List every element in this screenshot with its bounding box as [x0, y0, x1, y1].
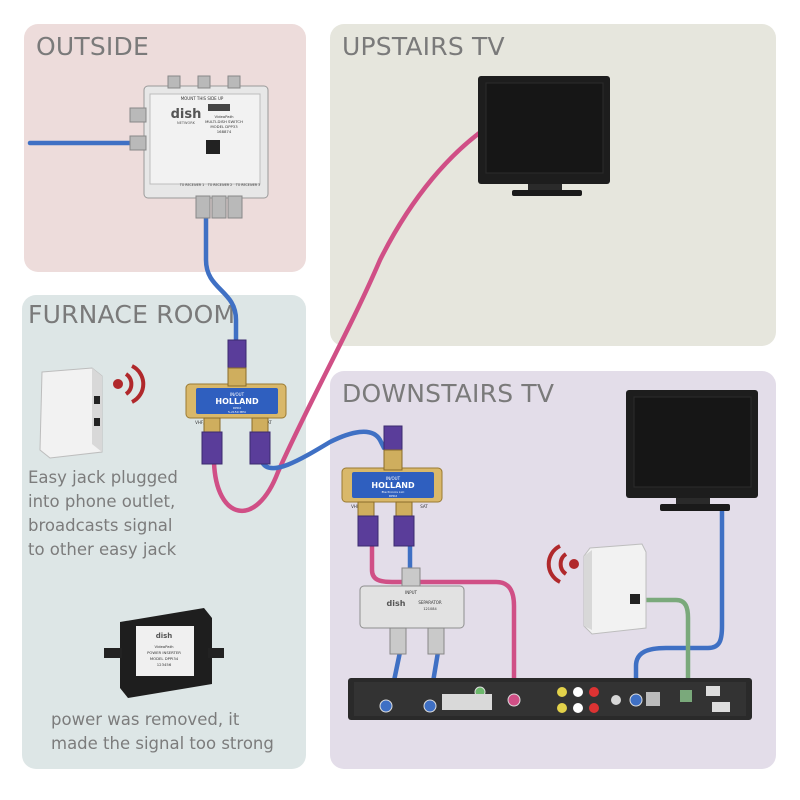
multiswitch-device: MOUNT THIS SIDE UP dish NETWORK VideoPat… — [129, 75, 269, 219]
diplexer-brand: HOLLAND — [371, 481, 415, 490]
diplexer-freq: 5-2150 MHz — [228, 410, 246, 414]
signal-waves-icon — [546, 544, 579, 584]
diplexer-right-port: SAT — [420, 504, 428, 509]
diplexer-model: DPD2 — [233, 406, 241, 410]
separator-device: INPUT dish SEPARATOR 121084 — [359, 567, 465, 655]
separator-input-label: INPUT — [405, 590, 418, 595]
pink-coax-upstairs — [211, 117, 501, 514]
multiswitch-out-label: TO RECEIVER 3 — [235, 183, 260, 187]
separator-brand: dish — [387, 599, 406, 608]
inserter-model-line: POWER INSERTER — [147, 650, 181, 655]
caption-line: power was removed, it — [51, 710, 240, 729]
multiswitch-out-label: TO RECEIVER 1 — [179, 183, 204, 187]
furnace-diplexer: IN/OUT HOLLAND DPD2 5-2150 MHz VHF/UHF S… — [185, 339, 287, 465]
furnace-title: FURNACE ROOM — [28, 300, 236, 329]
easy-jack-furnace — [39, 367, 103, 459]
diplexer-top-port: IN/OUT — [386, 476, 401, 481]
caption-line: to other easy jack — [28, 540, 177, 559]
signal-waves-icon — [113, 364, 146, 404]
downstairs-title: DOWNSTAIRS TV — [342, 379, 555, 408]
diplexer-top-port: IN/OUT — [230, 392, 245, 397]
blue-coax-furnace-to-downstairs — [259, 429, 387, 471]
caption-line: made the signal too strong — [51, 734, 274, 753]
multiswitch-model-line: VideoPath — [215, 114, 235, 119]
power-inserter: dish VideoPath POWER INSERTER MODEL DPPI… — [104, 608, 224, 698]
upstairs-title: UPSTAIRS TV — [342, 32, 505, 61]
inserter-model-line: MODEL DPPI34 — [150, 656, 179, 661]
downstairs-tv-icon — [626, 390, 758, 511]
pink-coax-to-receiver — [369, 539, 517, 695]
inserter-brand: dish — [156, 632, 173, 640]
upstairs-tv-icon — [478, 76, 610, 196]
multiswitch-top-label: MOUNT THIS SIDE UP — [181, 96, 224, 101]
power-caption: power was removed, it made the signal to… — [51, 708, 274, 756]
multiswitch-model-line: MODEL DPP33 — [210, 124, 238, 129]
multiswitch-out-label: TO RECEIVER 2 — [207, 183, 232, 187]
receiver-back-panel — [348, 678, 752, 720]
green-phone-line — [637, 597, 691, 699]
caption-line: broadcasts signal — [28, 516, 173, 535]
multiswitch-model-line: 168874 — [217, 129, 232, 134]
diplexer-brand: HOLLAND — [215, 397, 259, 406]
inserter-model-line: 123456 — [157, 662, 172, 667]
multiswitch-brand-sub: NETWORK — [177, 121, 196, 125]
upstairs-panel: UPSTAIRS TV — [330, 24, 776, 346]
caption-line: into phone outlet, — [28, 492, 176, 511]
inserter-model-line: VideoPath — [155, 644, 175, 649]
easy-jack-downstairs — [583, 543, 647, 635]
multiswitch-model-line: MULTI-DISH SWITCH — [205, 119, 243, 124]
diplexer-model: DPD2 — [389, 494, 397, 498]
outside-title: OUTSIDE — [36, 32, 149, 61]
downstairs-diplexer: IN/OUT HOLLAND Electronics LLC DPD2 VHF/… — [341, 425, 443, 547]
caption-line: Easy jack plugged — [28, 468, 178, 487]
diplexer-brand-sub: Electronics LLC — [382, 490, 405, 494]
separator-num: 121084 — [423, 607, 437, 611]
blue-coax-switch-to-diplexer — [203, 215, 239, 348]
easy-jack-caption: Easy jack plugged into phone outlet, bro… — [28, 466, 178, 562]
multiswitch-brand: dish — [171, 107, 202, 122]
separator-label: SEPARATOR — [418, 600, 442, 605]
